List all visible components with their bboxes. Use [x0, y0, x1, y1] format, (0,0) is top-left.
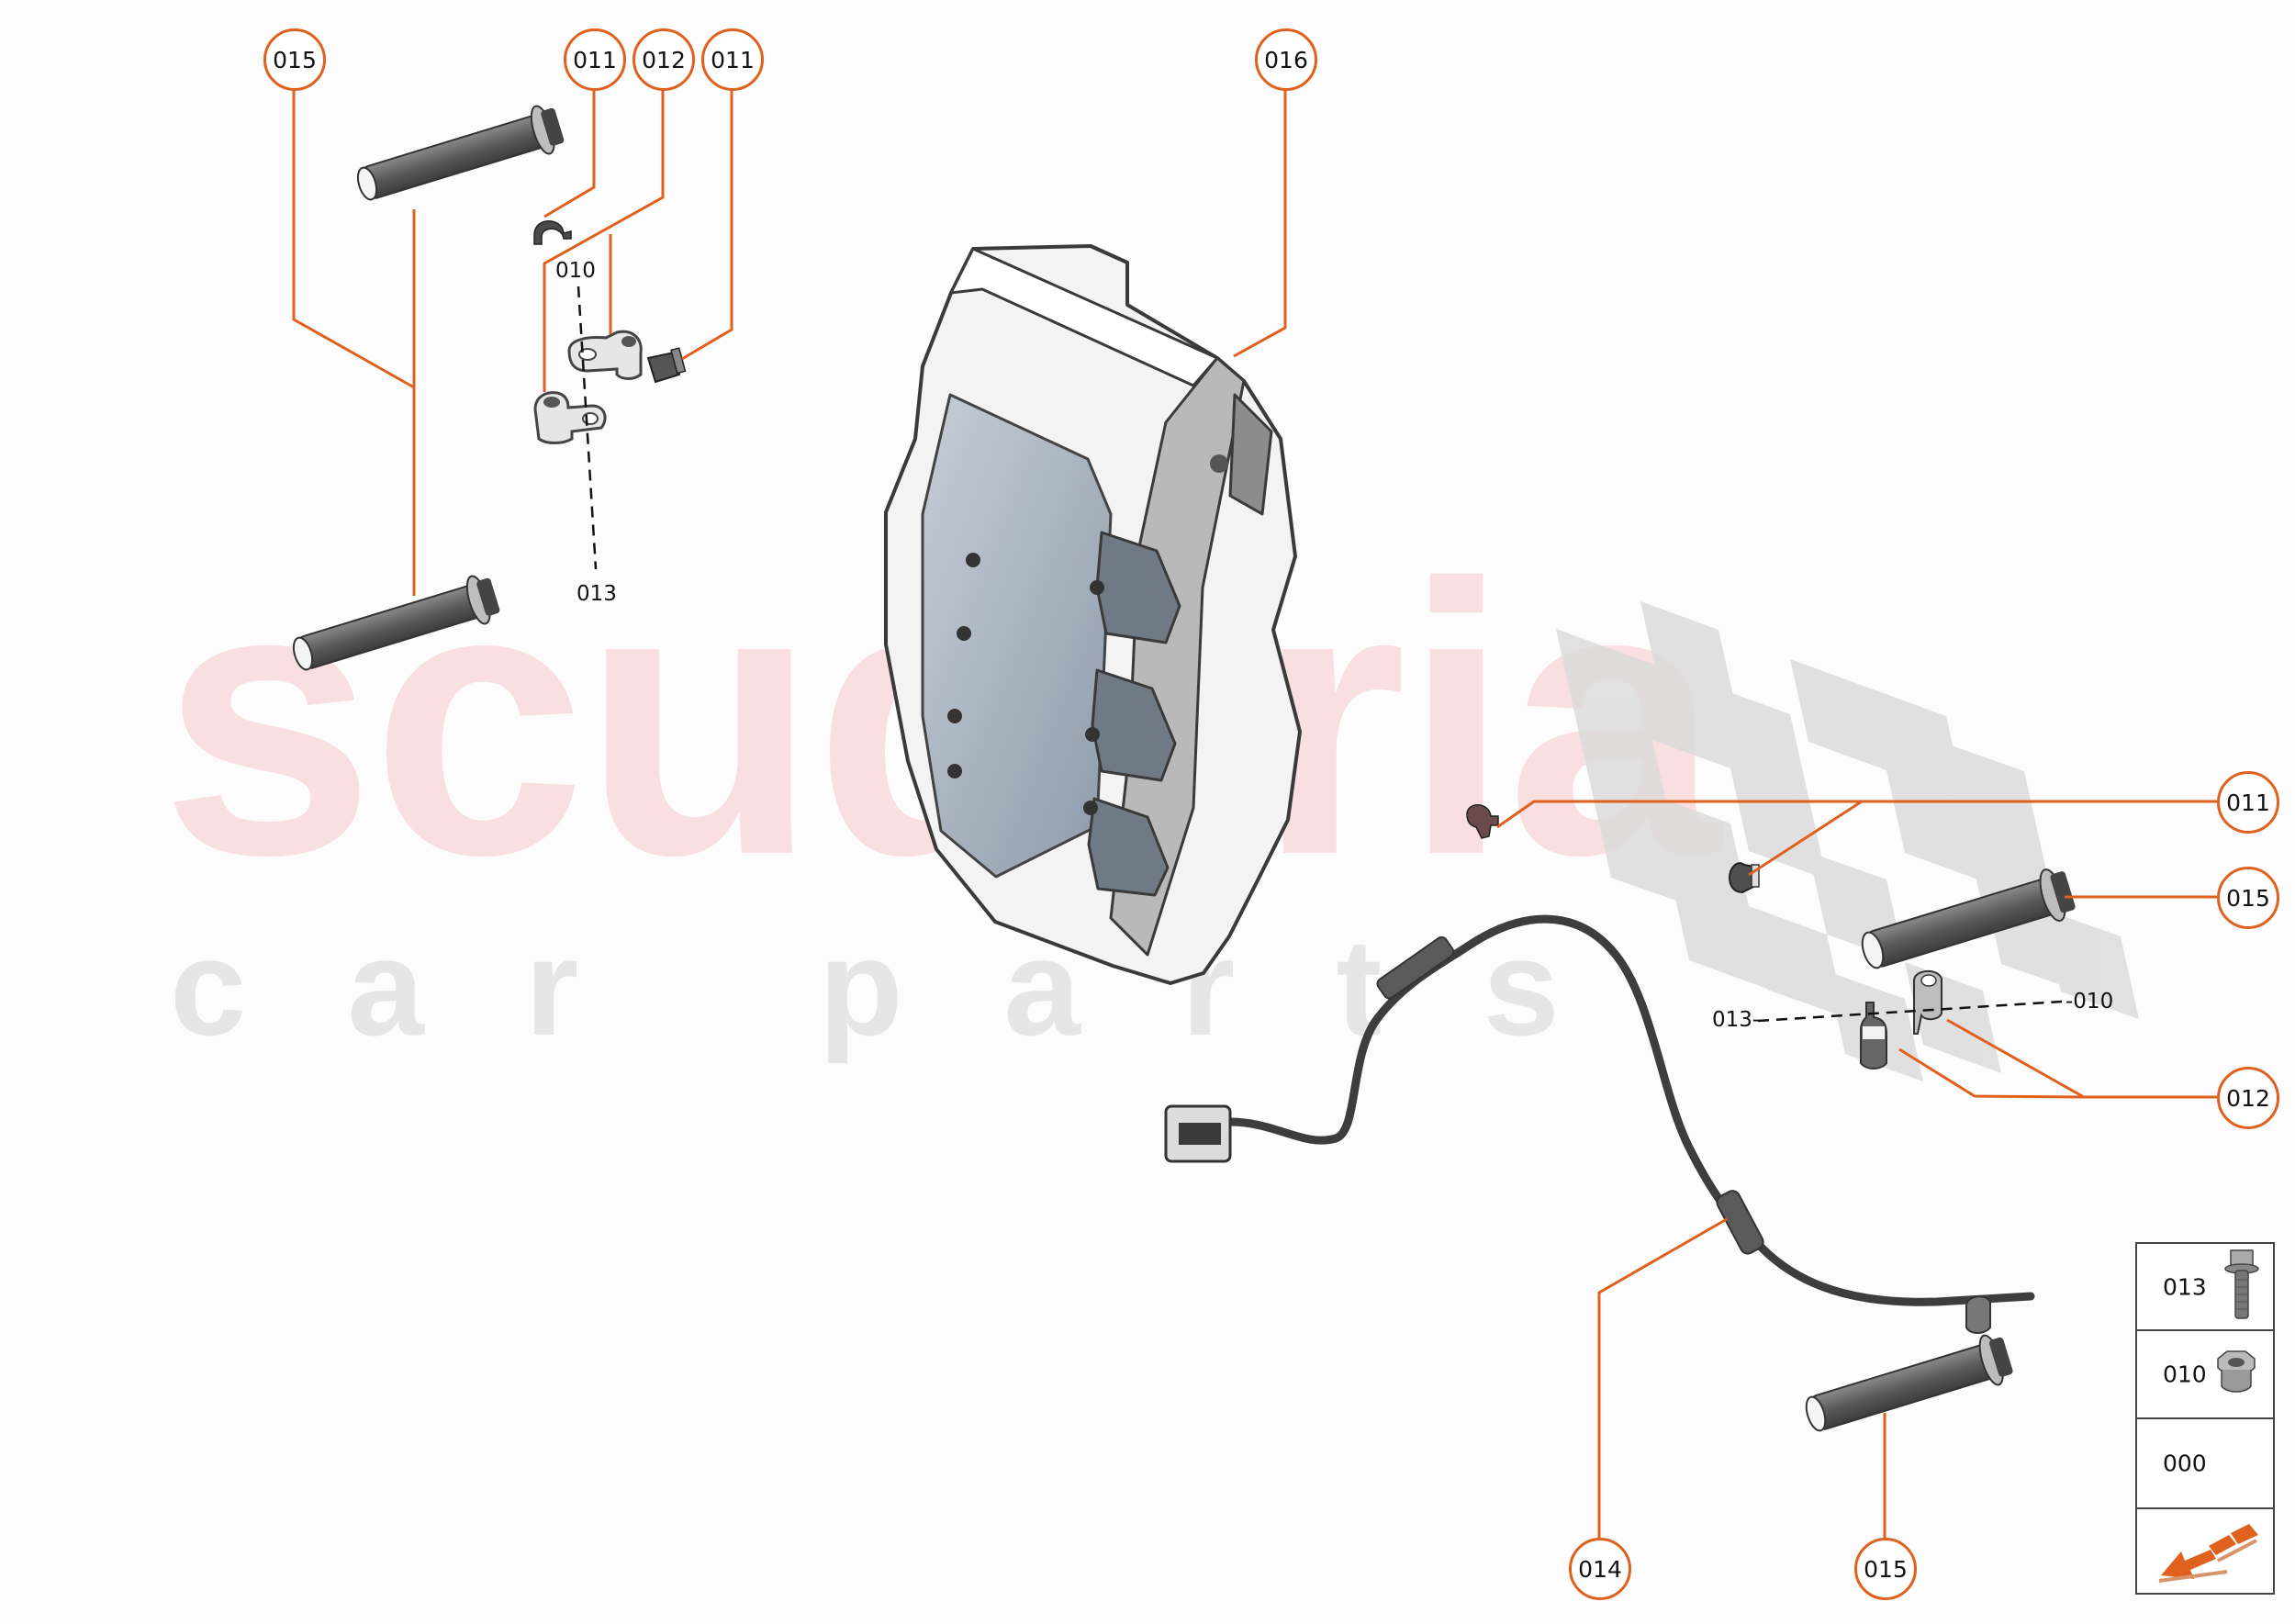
- clip-011-right-a: [1466, 804, 1499, 839]
- clip-011-right-b: [1728, 862, 1760, 894]
- callout-011-right[interactable]: 011: [2217, 771, 2279, 834]
- bracket-012-right-b: [1860, 1002, 1887, 1070]
- legend-code: 000: [2163, 1450, 2207, 1477]
- legend-row-next[interactable]: [2137, 1509, 2273, 1596]
- watermark-car-parts: car parts: [170, 910, 1661, 1064]
- guide-bolt-bottom: [1805, 1334, 2013, 1432]
- sensor-connector: [1164, 1104, 1232, 1163]
- sensor-grommet-lower: [1716, 1190, 1764, 1255]
- legend-code: 010: [2163, 1361, 2207, 1388]
- next-arrow-icon[interactable]: [2157, 1524, 2258, 1587]
- callout-015-bottom[interactable]: 015: [1854, 1538, 1917, 1600]
- callout-016-caliper[interactable]: 016: [1255, 28, 1317, 91]
- callout-012-top[interactable]: 012: [633, 28, 695, 91]
- legend-row-013[interactable]: 013: [2137, 1244, 2273, 1331]
- bracket-012-upper: [567, 330, 643, 380]
- leader-lines: [292, 89, 2217, 1538]
- label-013-right: 013-: [1712, 1008, 1761, 1032]
- wear-sensor-cable: [1226, 914, 2035, 1306]
- callout-012-right[interactable]: 012: [2217, 1067, 2279, 1129]
- label-010-right: -010: [2066, 990, 2114, 1014]
- legend-code: 013: [2163, 1273, 2207, 1300]
- callout-011-top-b[interactable]: 011: [701, 28, 764, 91]
- callout-011-top-a[interactable]: 011: [564, 28, 626, 91]
- parts-legend: 013 010 000: [2135, 1242, 2275, 1595]
- sensor-grommet-upper: [1376, 935, 1455, 1000]
- guide-bolt-right: [1861, 868, 2076, 969]
- callout-014-sensor[interactable]: 014: [1569, 1538, 1631, 1600]
- legend-row-010[interactable]: 010: [2137, 1331, 2273, 1419]
- sensor-clip-end: [1965, 1295, 1991, 1334]
- clip-011-bushing: [646, 347, 687, 384]
- callout-015-right[interactable]: 015: [2217, 867, 2279, 929]
- label-013-left: 013: [577, 582, 617, 606]
- legend-row-000[interactable]: 000: [2137, 1419, 2273, 1509]
- clip-011-top: [533, 220, 572, 245]
- bracket-012-lower: [533, 391, 607, 444]
- bracket-012-right-a: [1913, 970, 1942, 1035]
- bolt-icon: [2223, 1249, 2260, 1326]
- label-010-left: 010: [555, 259, 596, 283]
- dashed-lines: [577, 286, 2063, 1023]
- flange-nut-icon: [2212, 1350, 2260, 1399]
- callout-015-top-left[interactable]: 015: [263, 28, 326, 91]
- guide-bolt-top-left: [356, 105, 565, 201]
- brake-caliper: [884, 244, 1302, 985]
- guide-bolt-lower-left: [292, 575, 500, 671]
